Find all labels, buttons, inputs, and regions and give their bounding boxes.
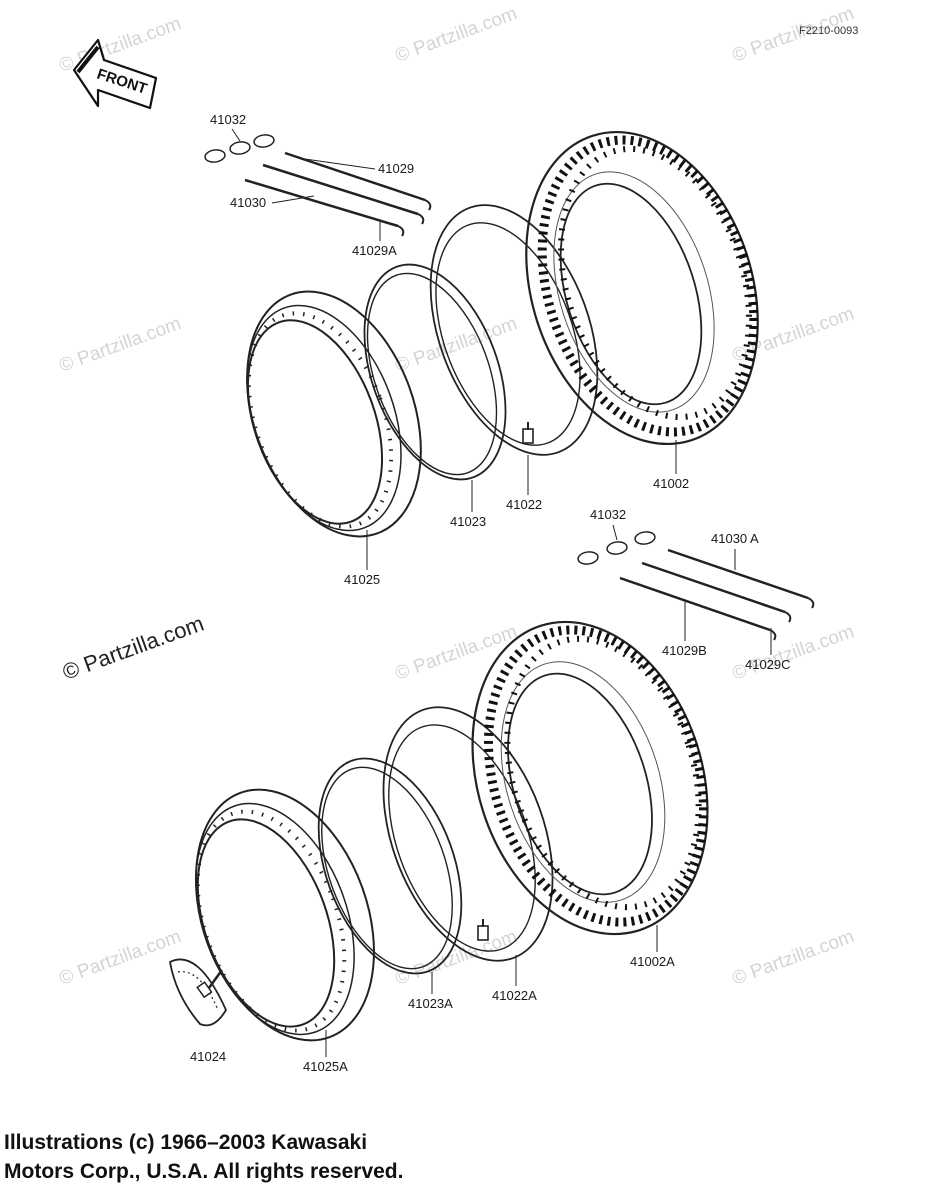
- spoke-set-top: [204, 134, 432, 237]
- watermark-main: © Partzilla.com: [59, 611, 207, 685]
- rim-band-bottom: [317, 757, 463, 975]
- copyright-line-2: Motors Corp., U.S.A. All rights reserved…: [4, 1160, 404, 1183]
- tire-top: [525, 130, 759, 446]
- watermark: © Partzilla.com: [57, 313, 184, 377]
- part-label-41022A: 41022A: [492, 988, 537, 1003]
- labels-bottom: 41032 41030 A 41029B 41029C 41024 41025A…: [190, 507, 791, 1074]
- watermark: © Partzilla.com: [393, 3, 520, 67]
- spoke-set-bottom: [577, 531, 815, 641]
- part-label-41022: 41022: [506, 497, 542, 512]
- watermark: © Partzilla.com: [393, 313, 520, 377]
- part-label-41025: 41025: [344, 572, 380, 587]
- copyright-line-1: Illustrations (c) 1966–2003 Kawasaki: [4, 1131, 368, 1154]
- part-label-41023: 41023: [450, 514, 486, 529]
- tire-bottom: [471, 620, 709, 936]
- rim-top: [246, 290, 422, 538]
- part-label-41023A: 41023A: [408, 996, 453, 1011]
- part-label-41029B: 41029B: [662, 643, 707, 658]
- copyright-notice: Illustrations (c) 1966–2003 Kawasaki Mot…: [4, 1128, 403, 1186]
- part-label-41025A: 41025A: [303, 1059, 348, 1074]
- part-label-41024: 41024: [190, 1049, 226, 1064]
- part-label-41030: 41030: [230, 195, 266, 210]
- watermark: © Partzilla.com: [730, 621, 857, 685]
- front-arrow: FRONT: [72, 38, 158, 110]
- part-label-41029: 41029: [378, 161, 414, 176]
- part-label-41029C: 41029C: [745, 657, 791, 672]
- part-label-41002: 41002: [653, 476, 689, 491]
- tube-top: [429, 204, 599, 456]
- watermark: © Partzilla.com: [730, 926, 857, 990]
- rim-lock: [168, 958, 228, 1027]
- part-label-41029A: 41029A: [352, 243, 397, 258]
- rim-bottom: [195, 788, 375, 1042]
- watermark: © Partzilla.com: [57, 926, 184, 990]
- tube-bottom: [382, 706, 554, 962]
- part-label-41032: 41032: [590, 507, 626, 522]
- labels-top: 41032 41029 41030 41029A 41025 41023 410…: [210, 112, 689, 587]
- rim-band-top: [363, 263, 507, 481]
- part-label-41030A: 41030 A: [711, 531, 759, 546]
- diagram-code: F2210-0093: [799, 25, 858, 37]
- watermarks: © Partzilla.com © Partzilla.com © Partzi…: [57, 3, 857, 990]
- part-label-41032: 41032: [210, 112, 246, 127]
- part-label-41002A: 41002A: [630, 954, 675, 969]
